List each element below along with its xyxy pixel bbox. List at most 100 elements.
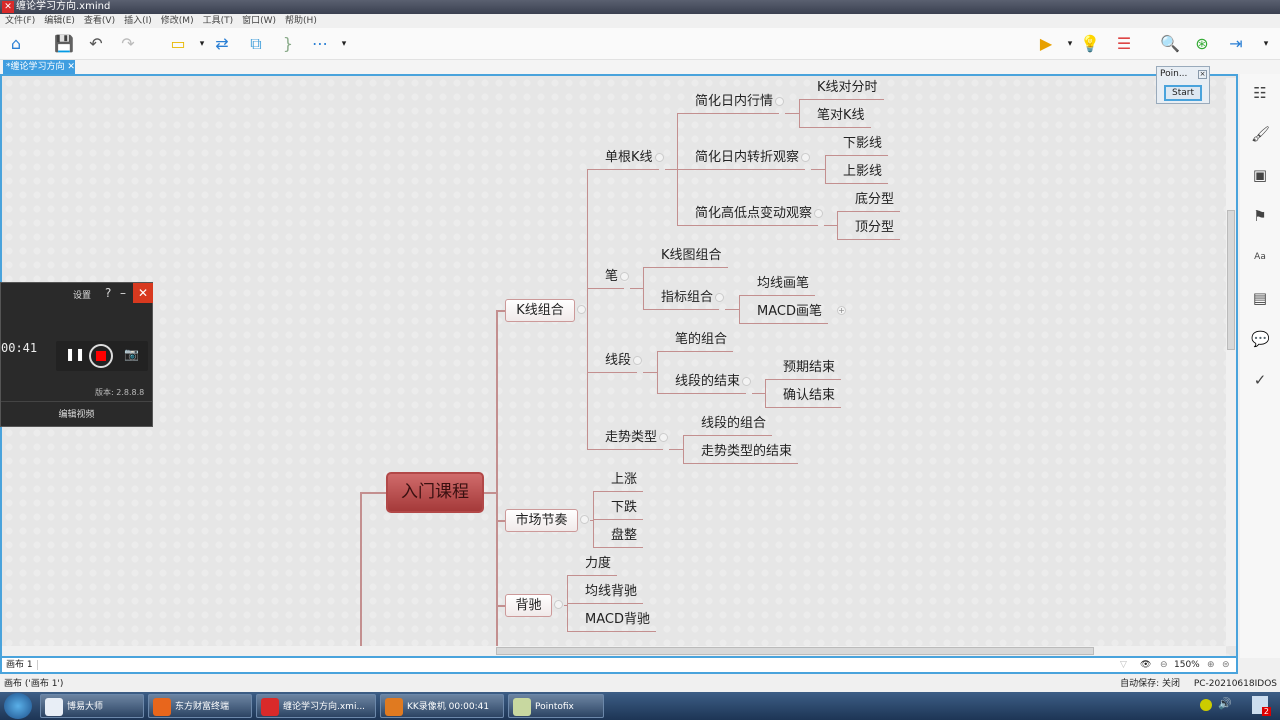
vertical-scroll-thumb[interactable] [1227,210,1235,350]
tray-icon[interactable] [1200,699,1212,711]
collapse-toggle-icon[interactable] [580,515,589,524]
topic[interactable]: K线对分时 [817,80,878,95]
chevron-down-icon[interactable]: ▾ [199,39,205,49]
close-icon[interactable]: × [1198,70,1207,79]
tab-close-icon[interactable]: ✕ [67,62,75,72]
taskbar-item[interactable]: 博易大师 [40,694,144,718]
topic-box[interactable]: 市场节奏 [505,509,578,532]
boundary-icon[interactable]: ⧉ [250,34,262,53]
central-topic[interactable]: 入门课程 [386,472,484,513]
topic[interactable]: K线图组合 [661,248,722,263]
taskbar-item[interactable]: Pointofix [508,694,604,718]
menu-item[interactable]: 编辑(E) [44,16,75,26]
menu-item[interactable]: 窗口(W) [242,16,277,26]
topic[interactable]: 确认结束 [783,388,836,403]
topic[interactable]: 走势类型 [605,430,658,445]
camera-icon[interactable]: 📷 [124,347,139,361]
collapse-toggle-icon[interactable] [620,272,630,281]
minimize-icon[interactable]: – [120,286,126,300]
notes-icon[interactable]: ▤ [1252,289,1268,307]
relationship-icon[interactable]: ⇄ [215,34,229,53]
chevron-down-icon[interactable]: ▾ [1067,39,1073,49]
topic[interactable]: 简化日内行情 [695,94,774,109]
start-button[interactable]: Start [1164,85,1202,101]
topic[interactable]: MACD背驰 [585,612,650,627]
topic[interactable]: 线段的组合 [701,416,767,431]
topic[interactable]: 简化日内转折观察 [695,150,800,165]
topic[interactable]: 上影线 [843,164,883,179]
topic[interactable]: 底分型 [855,192,895,207]
topic-box[interactable]: K线组合 [505,299,575,322]
comment-icon[interactable]: 💬 [1251,330,1270,348]
lightbulb-icon[interactable]: 💡 [1080,34,1100,53]
volume-icon[interactable]: 🔊 [1218,697,1232,710]
topic[interactable]: 上涨 [611,472,638,487]
undo-icon[interactable]: ↶ [89,34,103,53]
zoom-in-icon[interactable]: ⊕ [1207,660,1215,670]
topic[interactable]: 笔的组合 [675,332,728,347]
tab-document[interactable]: *缠论学习方向 ✕ [3,60,75,74]
action-center-icon[interactable]: 2 [1252,696,1271,716]
presentation-icon[interactable]: ▶ [1039,34,1053,53]
pause-icon[interactable]: ❚❚ [65,347,86,361]
topic[interactable]: 单根K线 [605,150,653,165]
collapse-toggle-icon[interactable] [654,153,664,162]
zoom-out-icon[interactable]: ⊖ [1160,660,1168,670]
collapse-toggle-icon[interactable] [633,356,643,365]
expand-toggle-icon[interactable]: + [837,306,846,315]
topic-insert-icon[interactable]: ▭ [170,34,186,53]
format-brush-icon[interactable]: 🖌 [1251,125,1271,143]
taskbar-item[interactable]: KK录像机 00:00:41 [380,694,504,718]
menu-item[interactable]: 插入(I) [124,16,152,26]
collapse-toggle-icon[interactable] [742,377,752,386]
outline-icon[interactable]: ☷ [1253,84,1267,102]
collapse-toggle-icon[interactable] [775,97,785,106]
collapse-toggle-icon[interactable] [577,305,586,314]
menu-item[interactable]: 帮助(H) [285,16,317,26]
fit-icon[interactable]: ⊜ [1222,660,1230,670]
help-icon[interactable]: ? [105,286,112,300]
topic[interactable]: MACD画笔 [757,304,822,319]
stop-record-button[interactable] [89,344,113,368]
share-icon[interactable]: ⊛ [1195,34,1209,53]
filter-icon[interactable]: ▽ [1120,660,1127,670]
start-button[interactable] [4,693,32,719]
collapse-toggle-icon[interactable] [554,600,563,609]
topic[interactable]: 简化高低点变动观察 [695,206,813,221]
chevron-down-icon[interactable]: ▾ [341,39,347,49]
flag-icon[interactable]: ⚑ [1253,207,1267,225]
topic[interactable]: 顶分型 [855,220,895,235]
task-icon[interactable]: ✓ [1253,371,1267,389]
save-icon[interactable]: 💾 [54,34,74,53]
menu-item[interactable]: 查看(V) [83,16,116,26]
settings-button[interactable]: 设置 [73,291,92,301]
home-icon[interactable]: ⌂ [10,34,22,53]
topic[interactable]: 线段的结束 [675,374,741,389]
eye-icon[interactable]: 👁 [1140,660,1152,670]
topic[interactable]: 力度 [585,556,612,571]
topic[interactable]: 笔 [605,269,619,284]
collapse-toggle-icon[interactable] [715,293,725,302]
menu-item[interactable]: 文件(F) [5,16,36,26]
topic[interactable]: 盘整 [611,528,638,543]
topic[interactable]: 笔对K线 [817,108,865,123]
taskbar-item[interactable]: 东方财富终端 [148,694,252,718]
topic[interactable]: 均线画笔 [757,276,810,291]
font-icon[interactable]: Aa [1254,252,1266,262]
topic-box[interactable]: 背驰 [505,594,552,617]
collapse-toggle-icon[interactable] [659,433,669,442]
topic[interactable]: 下影线 [843,136,883,151]
sheet-tab[interactable]: 画布 1 [2,660,38,670]
topic[interactable]: 指标组合 [661,290,714,305]
menu-item[interactable]: 修改(M) [160,16,194,26]
more-icon[interactable]: ⋯ [312,34,328,53]
export-icon[interactable]: ⇥ [1229,34,1243,53]
mindmap-canvas[interactable]: K线组合市场节奏背驰单根K线笔线段走势类型简化日内行情简化日内转折观察简化高低点… [0,74,1238,658]
topic[interactable]: 下跌 [611,500,638,515]
image-icon[interactable]: ▣ [1252,166,1268,184]
horizontal-scroll-thumb[interactable] [496,647,1094,655]
taskbar-item[interactable]: 缠论学习方向.xmi... [256,694,376,718]
vertical-scrollbar[interactable] [1226,78,1236,646]
redo-icon[interactable]: ↷ [121,34,135,53]
edit-video-button[interactable]: 编辑视频 [1,401,152,427]
